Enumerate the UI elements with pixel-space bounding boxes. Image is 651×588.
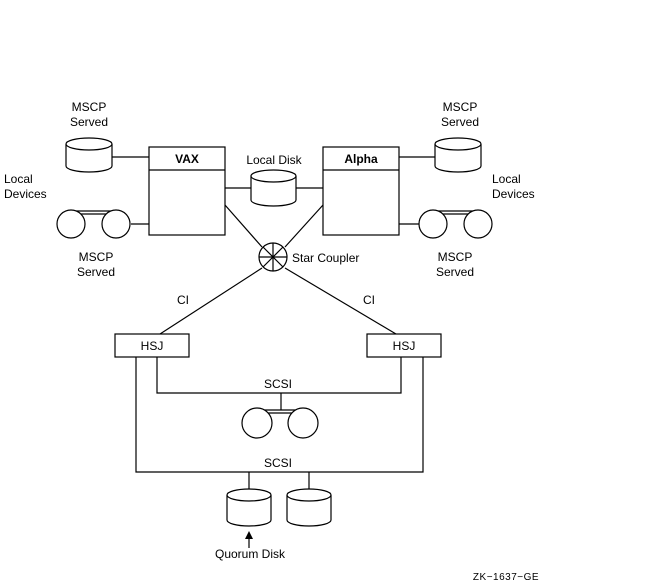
tape-drive-icon <box>241 407 319 439</box>
local-devices-label: Devices <box>4 187 47 201</box>
tape-drive-icon <box>56 209 131 239</box>
mscp-served-label: MSCP <box>72 100 107 114</box>
mscp-served-label: MSCP <box>443 100 478 114</box>
mscp-served-label: Served <box>77 265 115 279</box>
alpha-label: Alpha <box>344 152 378 166</box>
figure-id-label: ZK−1637−GE <box>473 572 539 583</box>
quorum-disk-icon <box>226 488 272 527</box>
quorum-disk-label: Quorum Disk <box>215 547 286 561</box>
hsj-left-node: HSJ <box>114 333 190 358</box>
disk-icon <box>434 137 482 173</box>
disk-icon <box>286 488 332 527</box>
vax-label: VAX <box>175 152 199 166</box>
hsj-right-node: HSJ <box>366 333 442 358</box>
local-disk-icon <box>250 169 297 207</box>
local-disk-label: Local Disk <box>246 153 302 167</box>
tape-drive-icon <box>418 209 493 239</box>
scsi-label: SCSI <box>264 456 292 470</box>
local-devices-label: Devices <box>492 187 535 201</box>
star-coupler-icon <box>258 242 288 272</box>
ci-label: CI <box>177 293 189 307</box>
ci-label: CI <box>363 293 375 307</box>
disk-icon <box>65 137 113 173</box>
arrow-icon <box>245 531 253 539</box>
star-coupler-label: Star Coupler <box>292 251 359 265</box>
mscp-served-label: Served <box>70 115 108 129</box>
mscp-served-label: MSCP <box>79 250 114 264</box>
mscp-served-label: Served <box>441 115 479 129</box>
mscp-served-label: Served <box>436 265 474 279</box>
hsj-right-label: HSJ <box>393 339 416 353</box>
hsj-left-label: HSJ <box>141 339 164 353</box>
vax-node: VAX <box>148 146 226 236</box>
scsi-label: SCSI <box>264 377 292 391</box>
local-devices-label: Local <box>4 172 33 186</box>
connection-lines <box>112 156 435 548</box>
mscp-served-label: MSCP <box>438 250 473 264</box>
alpha-node: Alpha <box>322 146 400 236</box>
local-devices-label: Local <box>492 172 521 186</box>
